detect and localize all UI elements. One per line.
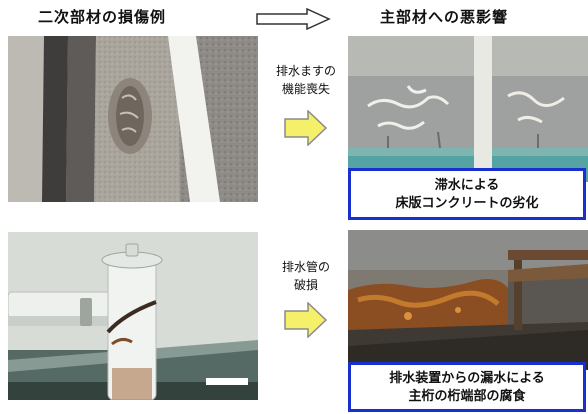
row2-effect-line1: 排水装置からの漏水による: [389, 371, 545, 386]
hollow-right-arrow-icon: [256, 8, 331, 30]
yellow-right-arrow-icon: [284, 110, 328, 146]
row2-cause-line2: 破損: [293, 278, 318, 292]
broken-drain-pipe-photo: [8, 232, 258, 400]
row1-cause-label: 排水ますの 機能喪失: [266, 62, 346, 98]
yellow-right-arrow-icon: [284, 302, 328, 338]
right-header-title: 主部材への悪影響: [380, 8, 509, 26]
row2-cause-line1: 排水管の: [281, 260, 330, 274]
row2-cause-label: 排水管の 破損: [266, 258, 346, 294]
row1-cause-line2: 機能喪失: [281, 82, 330, 96]
row1-effect-box: 滞水による 床版コンクリートの劣化: [348, 168, 586, 220]
deck-concrete-photo: [348, 36, 588, 182]
gutter-drain-photo: [8, 36, 258, 202]
row1-effect-line1: 滞水による: [434, 178, 500, 193]
corroded-girder-photo: [348, 230, 588, 370]
row1-effect-line2: 床版コンクリートの劣化: [395, 196, 539, 211]
row1-cause-line1: 排水ますの: [275, 64, 336, 78]
row2-effect-box: 排水装置からの漏水による 主桁の桁端部の腐食: [348, 362, 586, 412]
row2-effect-line2: 主桁の桁端部の腐食: [408, 389, 526, 404]
left-header-title: 二次部材の損傷例: [38, 8, 167, 26]
